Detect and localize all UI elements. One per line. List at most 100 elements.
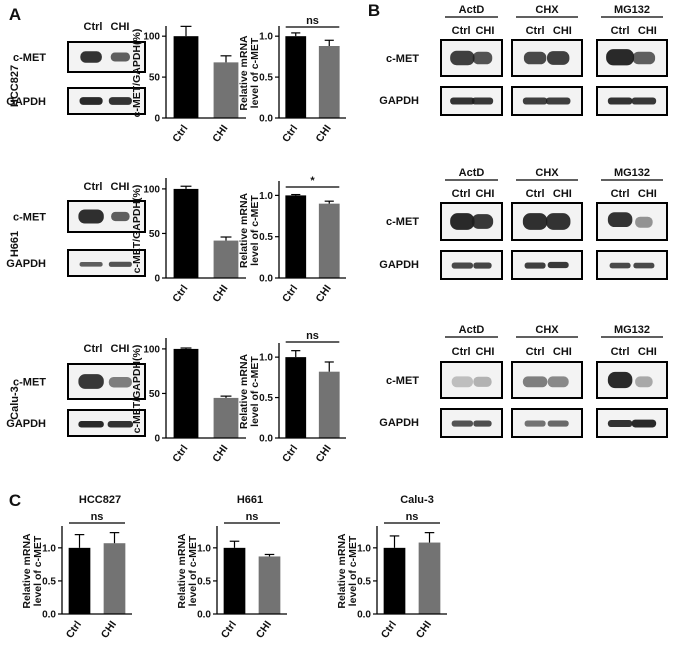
x-tick-label: Ctrl bbox=[170, 283, 190, 305]
protein-band bbox=[522, 376, 548, 388]
y-tick-label: 0 bbox=[154, 274, 160, 285]
y-tick-label: 1.0 bbox=[259, 191, 273, 202]
blot-b-c-met bbox=[596, 202, 668, 241]
blot-frame bbox=[596, 250, 668, 280]
y-axis-label: level of c-MET bbox=[187, 535, 199, 606]
protein-band bbox=[451, 420, 474, 427]
bar-chi bbox=[258, 556, 281, 614]
y-tick-label: 100 bbox=[143, 32, 160, 43]
drug-label: ActD bbox=[459, 167, 485, 179]
bar-ctrl bbox=[68, 547, 91, 614]
chi-column-label: CHI bbox=[638, 25, 657, 37]
bar-chi bbox=[418, 542, 441, 614]
y-axis-label: Relative mRNA bbox=[176, 533, 188, 609]
y-tick-label: 0 bbox=[154, 434, 160, 445]
protein-band bbox=[522, 213, 548, 230]
y-axis-label: level of c-MET bbox=[249, 195, 261, 266]
significance-label: * bbox=[310, 175, 315, 187]
blot-a-gapdh bbox=[67, 409, 146, 437]
protein-band bbox=[545, 213, 571, 230]
protein-band bbox=[108, 376, 132, 388]
x-tick-label: Ctrl bbox=[219, 619, 239, 641]
bar-ctrl bbox=[285, 357, 307, 438]
protein-band bbox=[471, 97, 494, 105]
y-tick-label: 50 bbox=[149, 229, 161, 240]
protein-band bbox=[110, 52, 130, 62]
protein-band bbox=[606, 49, 635, 66]
blot-b-gapdh bbox=[596, 408, 668, 438]
x-tick-label: CHI bbox=[210, 123, 230, 145]
y-axis-label: Relative mRNA bbox=[21, 533, 33, 609]
blot-frame bbox=[511, 250, 583, 280]
chi-column-label: CHI bbox=[638, 188, 657, 200]
y-tick-label: 0.0 bbox=[259, 274, 273, 285]
x-tick-label: Ctrl bbox=[280, 283, 300, 305]
drug-label: CHX bbox=[535, 167, 559, 179]
y-axis-label: level of c-MET bbox=[249, 37, 261, 108]
y-tick-label: 1.0 bbox=[357, 543, 371, 554]
y-axis-label: level of c-MET bbox=[347, 535, 359, 606]
ctrl-column-label: Ctrl bbox=[84, 343, 103, 355]
ctrl-column-label: Ctrl bbox=[84, 21, 103, 33]
bar-chi bbox=[318, 46, 340, 118]
protein-band bbox=[472, 51, 493, 65]
c-met-row-label: c-MET bbox=[13, 212, 46, 224]
x-tick-label: CHI bbox=[254, 619, 274, 641]
x-tick-label: CHI bbox=[414, 619, 434, 641]
protein-band bbox=[473, 420, 492, 427]
y-tick-label: 100 bbox=[143, 184, 160, 195]
chi-column-label: CHI bbox=[638, 346, 657, 358]
blot-b-gapdh bbox=[596, 86, 668, 116]
x-tick-label: Ctrl bbox=[170, 443, 190, 465]
significance-label: ns bbox=[91, 511, 104, 523]
y-axis-label: c-MET/GAPDH(%) bbox=[131, 185, 143, 274]
blot-a-c-met bbox=[67, 200, 146, 233]
significance-label: ns bbox=[246, 511, 259, 523]
y-tick-label: 0.5 bbox=[259, 393, 273, 404]
protein-band bbox=[631, 97, 657, 105]
gapdh-row-label: GAPDH bbox=[379, 417, 419, 429]
bar-ctrl bbox=[173, 188, 199, 278]
ctrl-column-label: Ctrl bbox=[611, 188, 630, 200]
blot-a-gapdh bbox=[67, 249, 146, 277]
panel-c-label: C bbox=[9, 491, 21, 510]
protein-band bbox=[522, 97, 548, 105]
protein-band bbox=[545, 97, 571, 105]
blot-a-gapdh bbox=[67, 87, 146, 115]
blot-b-gapdh bbox=[511, 86, 583, 116]
x-tick-label: Ctrl bbox=[280, 443, 300, 465]
protein-band bbox=[111, 211, 130, 222]
bar-ctrl bbox=[285, 36, 307, 118]
bar-ctrl bbox=[383, 547, 406, 614]
ctrl-column-label: Ctrl bbox=[84, 181, 103, 193]
chi-column-label: CHI bbox=[475, 346, 494, 358]
protein-band bbox=[607, 97, 633, 105]
y-tick-label: 0.5 bbox=[259, 232, 273, 243]
panel-a-label: A bbox=[9, 5, 21, 24]
gapdh-row-label: GAPDH bbox=[379, 259, 419, 271]
protein-band bbox=[451, 262, 474, 269]
blot-a-c-met bbox=[67, 363, 146, 400]
cell-line-label: HCC827 bbox=[9, 65, 21, 107]
protein-band bbox=[450, 213, 475, 230]
blot-a-c-met bbox=[67, 41, 146, 73]
protein-band bbox=[632, 51, 656, 65]
protein-band bbox=[635, 216, 653, 228]
blot-b-gapdh bbox=[511, 408, 583, 438]
blot-b-gapdh bbox=[440, 86, 503, 116]
y-tick-label: 0.5 bbox=[197, 576, 211, 587]
protein-band bbox=[79, 261, 103, 267]
y-tick-label: 0.0 bbox=[42, 610, 56, 621]
c-met-row-label: c-MET bbox=[386, 216, 419, 228]
x-tick-label: CHI bbox=[210, 443, 230, 465]
ctrl-column-label: Ctrl bbox=[526, 25, 545, 37]
y-tick-label: 1.0 bbox=[197, 543, 211, 554]
protein-band bbox=[547, 51, 570, 65]
significance-label: ns bbox=[306, 330, 319, 342]
y-tick-label: 0.5 bbox=[357, 576, 371, 587]
blot-b-c-met bbox=[511, 39, 583, 77]
